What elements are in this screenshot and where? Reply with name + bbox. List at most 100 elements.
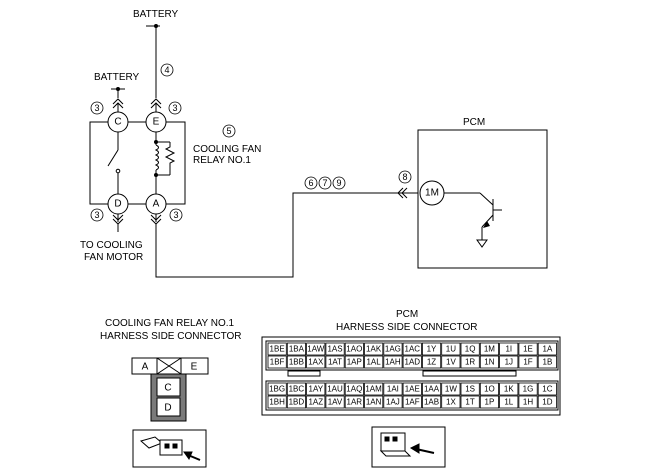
pcm-pin-cell [441, 395, 461, 409]
pcm-conn-title-line2: HARNESS SIDE CONNECTOR [336, 322, 478, 333]
pcm-pin-label: 1AJ [386, 398, 400, 407]
pcm-pin-label: 1AD [405, 358, 421, 367]
pcm-pin-label: 1BG [269, 385, 285, 394]
pcm-pin-label: 1AT [328, 358, 342, 367]
pcm-pin-cell [286, 395, 306, 409]
circle-7: 7 [318, 176, 332, 190]
svg-text:3: 3 [94, 210, 99, 220]
pcm-pin-label: 1BF [270, 358, 285, 367]
pcm-pin-cell [344, 355, 364, 369]
svg-text:9: 9 [336, 178, 341, 188]
pcm-pin-cell [499, 382, 519, 396]
pcm-pin-label: 1AG [385, 345, 401, 354]
svg-text:6: 6 [308, 178, 313, 188]
pcm-pin-label: 1R [465, 358, 475, 367]
pcm-pin-cell [383, 355, 403, 369]
pcm-pin-label: 1AZ [308, 398, 323, 407]
pcm-conn-title-line1: PCM [396, 309, 418, 320]
pcm-pin-label: 1AM [365, 385, 382, 394]
relay-name-line1: COOLING FAN [193, 144, 261, 155]
pcm-pin-cell [306, 395, 326, 409]
connector-chevron-c [112, 98, 124, 112]
coil-junction-bottom [154, 173, 158, 177]
pcm-pin-cell [441, 382, 461, 396]
terminal-1m: 1M [419, 180, 445, 206]
svg-text:3: 3 [94, 103, 99, 113]
pcm-pin-cell [537, 382, 557, 396]
pcm-pin-cell [325, 395, 345, 409]
connector-chevron-d [112, 214, 124, 232]
pcm-pin-cell [267, 355, 287, 369]
terminal-c: C [107, 111, 129, 133]
pcm-pin-label: 1M [484, 345, 495, 354]
pcm-pin-label: 1AS [327, 345, 342, 354]
relay-switch [107, 132, 121, 194]
pcm-pin-cell [402, 395, 422, 409]
circle-3-c: 3 [90, 101, 104, 115]
pcm-pin-label: 1K [504, 385, 514, 394]
svg-text:E: E [153, 117, 160, 128]
pcm-pin-cell [402, 355, 422, 369]
pcm-connector-latch-left [287, 370, 321, 377]
svg-text:7: 7 [322, 178, 327, 188]
pcm-pin-label: 1F [523, 358, 532, 367]
circle-8: 8 [398, 170, 412, 184]
pcm-pin-cell [499, 342, 519, 356]
pcm-pin-label: 1AO [346, 345, 362, 354]
pcm-pin-cell [479, 395, 499, 409]
svg-text:C: C [114, 117, 121, 128]
pcm-pin-cell [364, 355, 384, 369]
svg-text:1M: 1M [425, 188, 439, 199]
pcm-pin-label: 1BB [289, 358, 304, 367]
pcm-pin-label: 1S [465, 385, 475, 394]
pcm-pin-label: 1BH [269, 398, 285, 407]
pcm-pin-cell [344, 342, 364, 356]
pcm-pin-cell [344, 395, 364, 409]
pcm-pin-label: 1P [485, 398, 495, 407]
pcm-pin-label: 1V [446, 358, 456, 367]
pcm-pin-label: 1AR [347, 398, 363, 407]
pcm-pin-cell [537, 395, 557, 409]
pcm-pin-cell [383, 382, 403, 396]
pcm-pin-label: 1AC [405, 345, 421, 354]
pcm-pin-label: 1B [543, 358, 553, 367]
pcm-pin-cell [383, 395, 403, 409]
pcm-connector-top-block [265, 340, 559, 371]
battery-top-junction [154, 24, 158, 28]
terminal-e: E [145, 111, 167, 133]
relay-pin-c: C [164, 383, 171, 394]
pcm-pin-cell [364, 342, 384, 356]
pcm-pin-label: 1BC [289, 385, 305, 394]
pcm-pin-label: 1AI [387, 385, 399, 394]
signal-wire [155, 192, 411, 278]
relay-conn-title-line1: COOLING FAN RELAY NO.1 [105, 318, 235, 329]
pcm-pin-label: 1AF [405, 398, 420, 407]
pcm-pin-label: 1U [446, 345, 456, 354]
pcm-pin-label: 1AW [307, 345, 324, 354]
pcm-transistor [444, 192, 502, 240]
pcm-pin-label: 1AH [385, 358, 401, 367]
pcm-pin-label: 1BE [270, 345, 285, 354]
pcm-pin-label: 1J [505, 358, 513, 367]
battery-top-wire [146, 25, 160, 98]
pcm-pin-cell [306, 342, 326, 356]
pcm-pin-cell [364, 395, 384, 409]
pcm-pin-label: 1C [542, 385, 552, 394]
pcm-pin-label: 1AV [328, 398, 343, 407]
pcm-pin-label: 1AP [347, 358, 362, 367]
pcm-pin-cell [499, 355, 519, 369]
pcm-pin-cell [537, 342, 557, 356]
pcm-pin-cell [518, 355, 538, 369]
pcm-pin-label: 1T [465, 398, 474, 407]
pcm-pin-label: 1Q [465, 345, 476, 354]
pcm-pin-cell [267, 342, 287, 356]
pcm-pin-label: 1Y [427, 345, 437, 354]
pcm-pin-cell [479, 382, 499, 396]
pcm-pin-cell [460, 395, 480, 409]
connector-chevron-pcm [397, 187, 408, 199]
relay-box [89, 121, 186, 205]
pcm-pin-label: 1BD [289, 398, 305, 407]
pcm-pin-cell [537, 355, 557, 369]
pcm-pin-cell [460, 342, 480, 356]
